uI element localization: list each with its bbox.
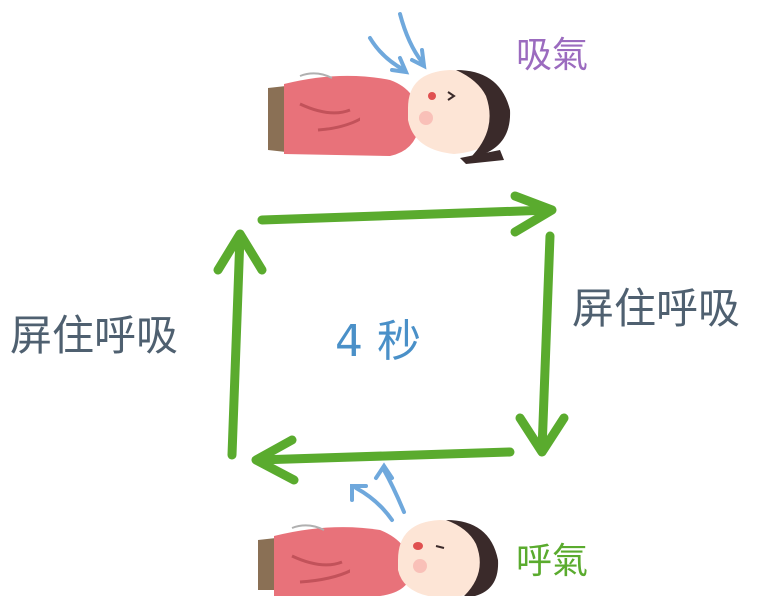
- exhale-breath-arrows: [350, 462, 406, 522]
- woman-lying-inhaling-icon: [268, 70, 511, 164]
- inhale-breath-arrows: [368, 12, 427, 75]
- duration-label: 4 秒: [335, 316, 421, 367]
- inhale-label: 吸氣: [516, 35, 589, 76]
- hold-breath-right-label: 屏住呼吸: [572, 284, 741, 333]
- exhale-label: 呼氣: [516, 541, 589, 582]
- arrow-left: [251, 435, 515, 485]
- woman-lying-exhaling-icon: [258, 520, 499, 598]
- cycle-arrows: [213, 191, 569, 485]
- arrow-up: [213, 229, 267, 460]
- arrow-down: [515, 231, 569, 457]
- hold-breath-left-label: 屏住呼吸: [10, 311, 179, 360]
- arrow-right: [257, 191, 557, 237]
